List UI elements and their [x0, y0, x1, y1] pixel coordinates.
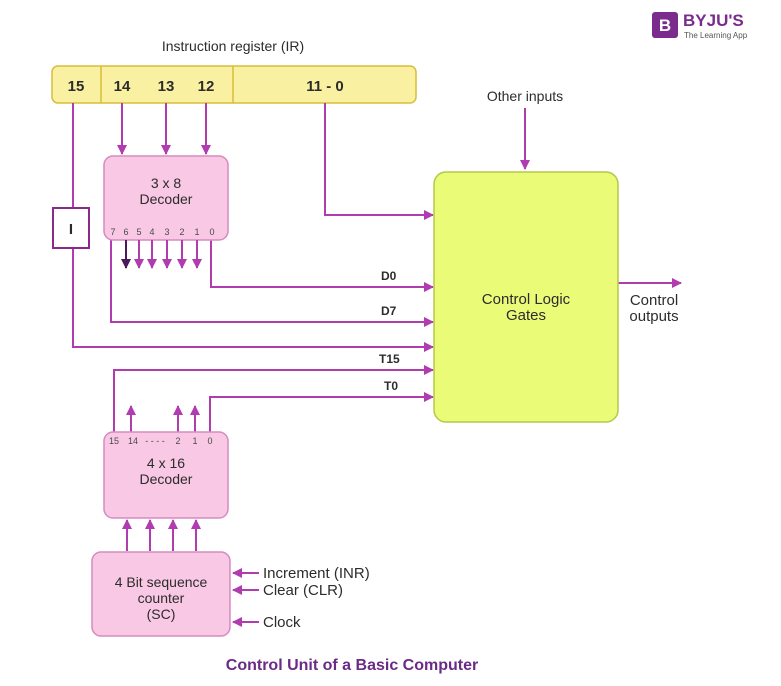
signal-t15-label: T15: [379, 352, 400, 366]
wire-ir-address-to-logic: [324, 103, 434, 220]
decoder-4x16-title: 4 x 16: [147, 455, 185, 471]
i-flag-label: I: [69, 221, 73, 238]
decoder-4x16-subtitle: Decoder: [140, 471, 193, 487]
decoder-3x8: 3 x 8 Decoder 7 6 5 4 3 2 1 0: [103, 155, 229, 241]
sequence-counter-box: [91, 551, 231, 637]
decoder-4x16-pin: 0: [207, 436, 212, 446]
ir-bit-14: 14: [114, 78, 131, 95]
instruction-register: 15 14 13 12 11 - 0: [51, 65, 417, 104]
ir-bit-15: 15: [68, 78, 85, 95]
control-outputs-label: Control: [630, 292, 678, 309]
decoder-3x8-pin: 5: [136, 227, 141, 237]
sequence-counter-line3: (SC): [147, 606, 176, 622]
ir-label: Instruction register (IR): [162, 38, 304, 54]
decoder-3x8-subtitle: Decoder: [140, 191, 193, 207]
decoder-3x8-pin: 1: [194, 227, 199, 237]
wire-i-to-logic: [72, 248, 434, 352]
decoder-4x16-pin: 15: [109, 436, 119, 446]
increment-label: Increment (INR): [263, 565, 370, 582]
decoder-4x16-box: [103, 431, 229, 519]
brand-tagline: The Learning App: [684, 31, 748, 40]
brand-logo-mark: [652, 12, 678, 38]
sequence-counter-line2: counter: [138, 590, 185, 606]
decoder-4x16-pin: 2: [175, 436, 180, 446]
diagram-caption: Control Unit of a Basic Computer: [226, 657, 478, 674]
wire-d0: [210, 240, 434, 292]
ir-bit-13: 13: [158, 78, 175, 95]
wire-t15: [113, 365, 434, 432]
decoder-3x8-title: 3 x 8: [151, 175, 182, 191]
i-flag-rect: [52, 207, 90, 249]
ir-bits-11-0: 11 - 0: [306, 78, 344, 95]
control-logic-box: [433, 171, 619, 423]
signal-d0-label: D0: [381, 269, 397, 283]
sequence-counter: 4 Bit sequence counter (SC): [91, 551, 231, 637]
control-logic-gates: Control Logic Gates: [433, 171, 619, 423]
clear-label: Clear (CLR): [263, 582, 343, 599]
sequence-counter-line1: 4 Bit sequence: [115, 574, 208, 590]
wire-d7: [110, 240, 434, 327]
i-flag-box: I: [52, 207, 90, 249]
brand-logo: B BYJU'S The Learning App: [652, 11, 748, 40]
decoder-3x8-pin: 3: [164, 227, 169, 237]
decoder-3x8-outputs: [121, 240, 202, 269]
decoder-4x16-pin: - - - -: [145, 436, 165, 446]
decoder-4x16: 15 14 - - - - 2 1 0 4 x 16 Decoder: [103, 431, 229, 519]
signal-d7-label: D7: [381, 304, 397, 318]
wires: [72, 103, 682, 627]
decoder-3x8-pin: 0: [209, 227, 214, 237]
control-logic-subtitle: Gates: [506, 307, 546, 324]
decoder-4x16-pin: 1: [192, 436, 197, 446]
decoder-4x16-pin: 14: [128, 436, 138, 446]
brand-logo-letter: B: [659, 16, 671, 35]
decoder-3x8-pin: 4: [149, 227, 154, 237]
decoder-3x8-pin: 6: [123, 227, 128, 237]
ir-bit-12: 12: [198, 78, 215, 95]
ir-box: [51, 65, 417, 104]
signal-t0-label: T0: [384, 379, 398, 393]
clock-label: Clock: [263, 614, 301, 631]
other-inputs-label: Other inputs: [487, 88, 563, 104]
decoder-3x8-pin: 7: [110, 227, 115, 237]
control-outputs-label-line2: outputs: [629, 308, 678, 325]
control-logic-title: Control Logic: [482, 291, 571, 308]
wire-t0: [209, 392, 434, 432]
decoder-3x8-pin: 2: [179, 227, 184, 237]
brand-name: BYJU'S: [683, 11, 744, 30]
